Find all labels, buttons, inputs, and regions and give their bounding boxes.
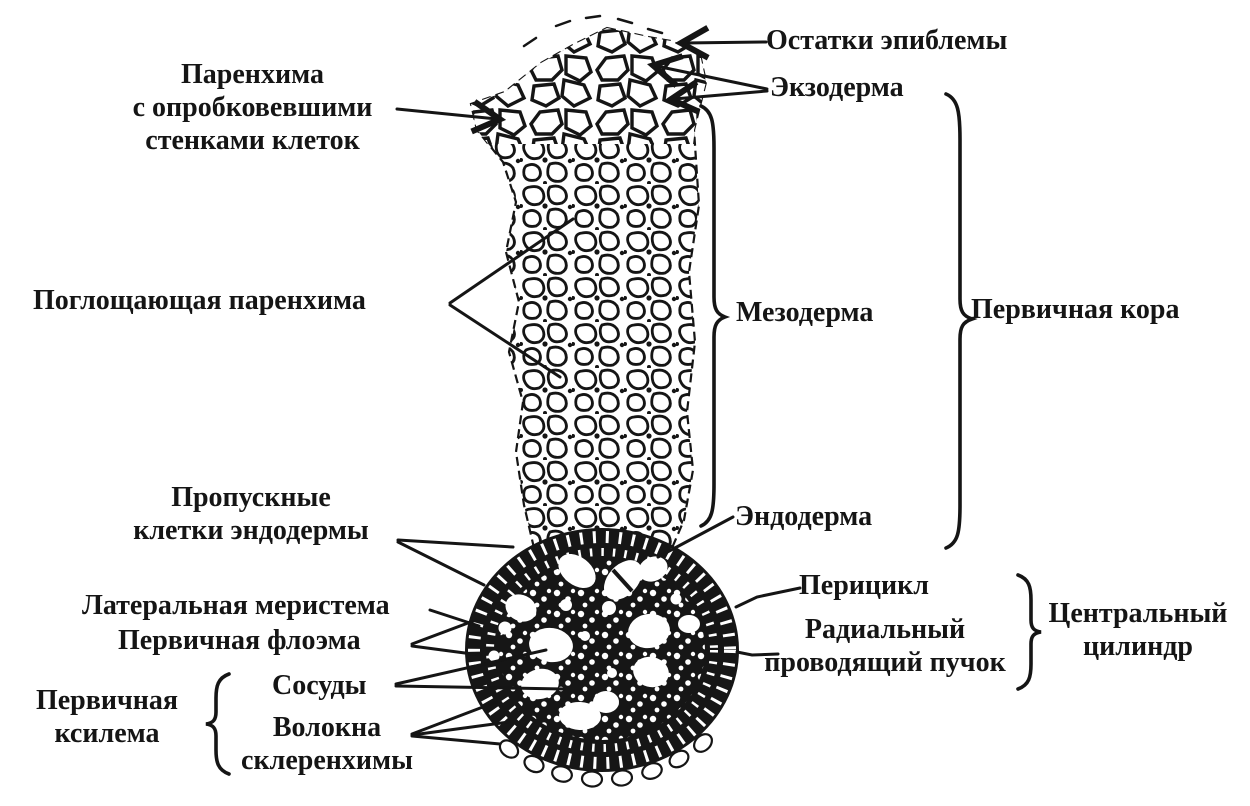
stele-drawing [465,528,739,788]
brace-mesoderm [699,104,731,528]
leader-lines [394,42,802,746]
label-mesoderm: Мезодерма [736,297,874,328]
label-exoderm: Экзодерма [770,72,904,103]
leader-passage-2 [396,540,486,587]
leader-fibers-2 [410,720,511,737]
endodermis-ring [468,531,736,769]
leader-endoderm [656,515,735,559]
label-primary-phloem: Первичная флоэма [118,625,361,656]
label-primary-xylem: Первичная ксилема [35,685,179,749]
label-passage-cells: Пропускные клетки эндодермы [133,482,369,546]
leader-phloem-2 [410,644,482,657]
label-primary-cortex: Первичная кора [971,294,1180,325]
cortex-strip-drawing [469,14,708,550]
pericycle-ring [486,548,718,752]
leader-suberized-parenchyma [395,109,497,119]
label-lateral-meristem: Латеральная меристема [82,590,390,621]
brace-central-cylinder [1016,573,1042,691]
label-vessels: Сосуды [272,670,367,701]
vessel-slit [611,568,634,593]
leader-passage-1 [396,538,515,549]
brace-primary-cortex [944,92,978,550]
epiblema-remnant-dashes [522,14,664,48]
label-radial-bundle: Радиальный проводящий пучок [764,614,1006,678]
leader-exoderm-1 [656,66,769,91]
brace-primary-xylem [205,672,231,776]
leader-epiblema [684,42,768,43]
label-central-cylinder: Центральный цилиндр [1048,598,1228,662]
label-endoderm: Эндодерма [735,501,873,532]
label-suberized-parenchyma: Паренхима с опробковевшими стенками клет… [132,59,373,156]
xylem-vessels [488,554,700,731]
leader-vessels-1 [394,648,548,686]
leader-absorbing-2 [448,303,562,379]
label-sclerenchyma-fibers: Волокна склеренхимы [241,712,413,776]
leader-exoderm-2 [674,91,769,99]
leader-fibers-3 [410,734,502,746]
leader-absorbing-1 [448,217,575,305]
leader-phloem-1 [410,618,478,646]
label-pericycle: Перицикл [799,570,930,601]
leader-fibers-1 [410,700,498,736]
leader-radial-bundle [735,650,780,657]
leader-vessels-2 [394,684,566,691]
label-absorbing-parenchyma: Поглощающая паренхима [33,285,366,316]
braces [205,92,1042,776]
label-epiblema-remnants: Остатки эпиблемы [766,25,1008,56]
leader-pericycle [734,586,802,609]
